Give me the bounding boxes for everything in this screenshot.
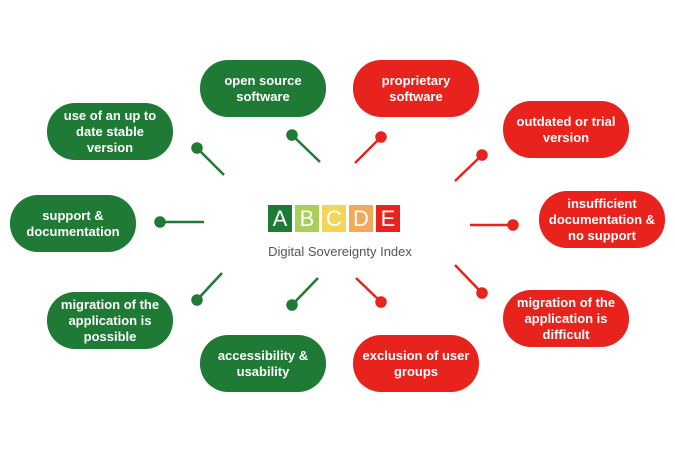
logo-letter-d: D	[349, 205, 373, 232]
pill-proprietary: proprietary software	[353, 60, 479, 117]
connector-dot	[476, 287, 488, 299]
connector-dot	[154, 216, 166, 228]
connector-dot	[476, 149, 488, 161]
pill-accessibility: accessibility & usability	[200, 335, 326, 392]
connector-open-source	[291, 134, 321, 163]
logo-letter-b: B	[295, 205, 319, 232]
logo-letter-e: E	[376, 205, 400, 232]
logo-letter-a: A	[268, 205, 292, 232]
logo-letter-c: C	[322, 205, 346, 232]
pill-up-to-date: use of an up to date stable version	[47, 103, 173, 160]
connector-up-to-date	[196, 147, 225, 176]
pill-support: support & documentation	[10, 195, 136, 252]
abcde-logo: A B C D E	[268, 205, 400, 232]
connector-dot	[507, 219, 519, 231]
pill-migration-possible: migration of the application is possible	[47, 292, 173, 349]
connector-dot	[191, 294, 203, 306]
connector-dot	[375, 296, 387, 308]
connector-proprietary	[354, 136, 382, 164]
connector-dot	[286, 299, 298, 311]
connector-dot	[375, 131, 387, 143]
connector-dot	[191, 142, 203, 154]
connector-outdated	[454, 154, 483, 182]
connector-migration-possible	[196, 272, 223, 301]
connector-exclusion	[355, 277, 382, 303]
pill-outdated: outdated or trial version	[503, 101, 629, 158]
connector-migration-difficult	[454, 264, 483, 294]
connector-accessibility	[291, 277, 319, 306]
pill-exclusion: exclusion of user groups	[353, 335, 479, 392]
pill-insufficient: insufficient documentation & no support	[539, 191, 665, 248]
pill-migration-difficult: migration of the application is difficul…	[503, 290, 629, 347]
pill-open-source: open source software	[200, 60, 326, 117]
logo-subtitle: Digital Sovereignty Index	[268, 244, 412, 259]
connector-dot	[286, 129, 298, 141]
